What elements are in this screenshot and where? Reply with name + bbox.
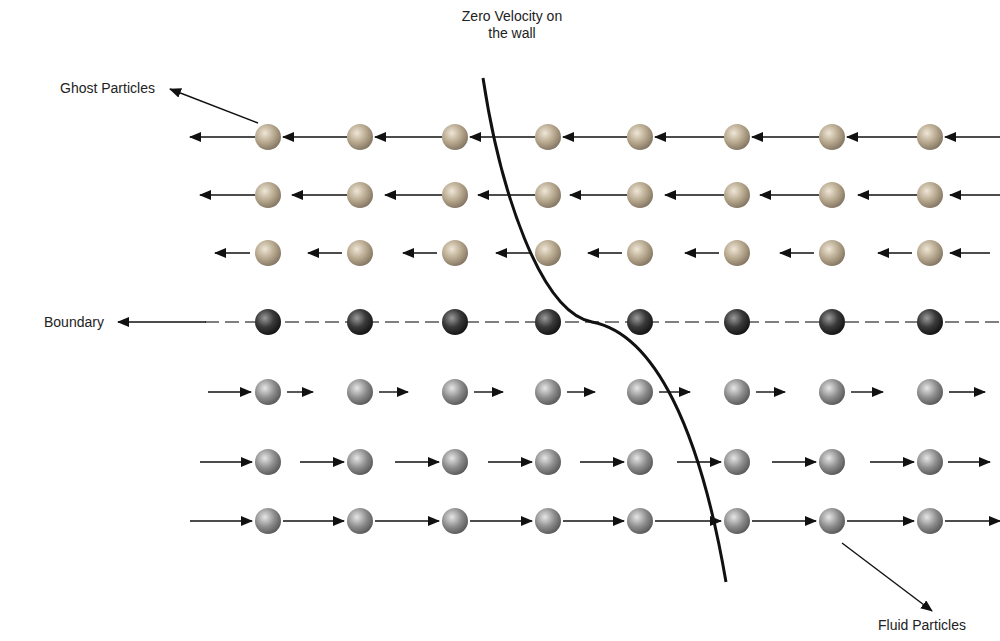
boundary-label: Boundary [44,314,104,331]
ghost-particles-label: Ghost Particles [60,80,155,97]
wall-velocity-label: Zero Velocity on the wall [452,8,572,42]
fluid-particles-label: Fluid Particles [878,617,966,634]
